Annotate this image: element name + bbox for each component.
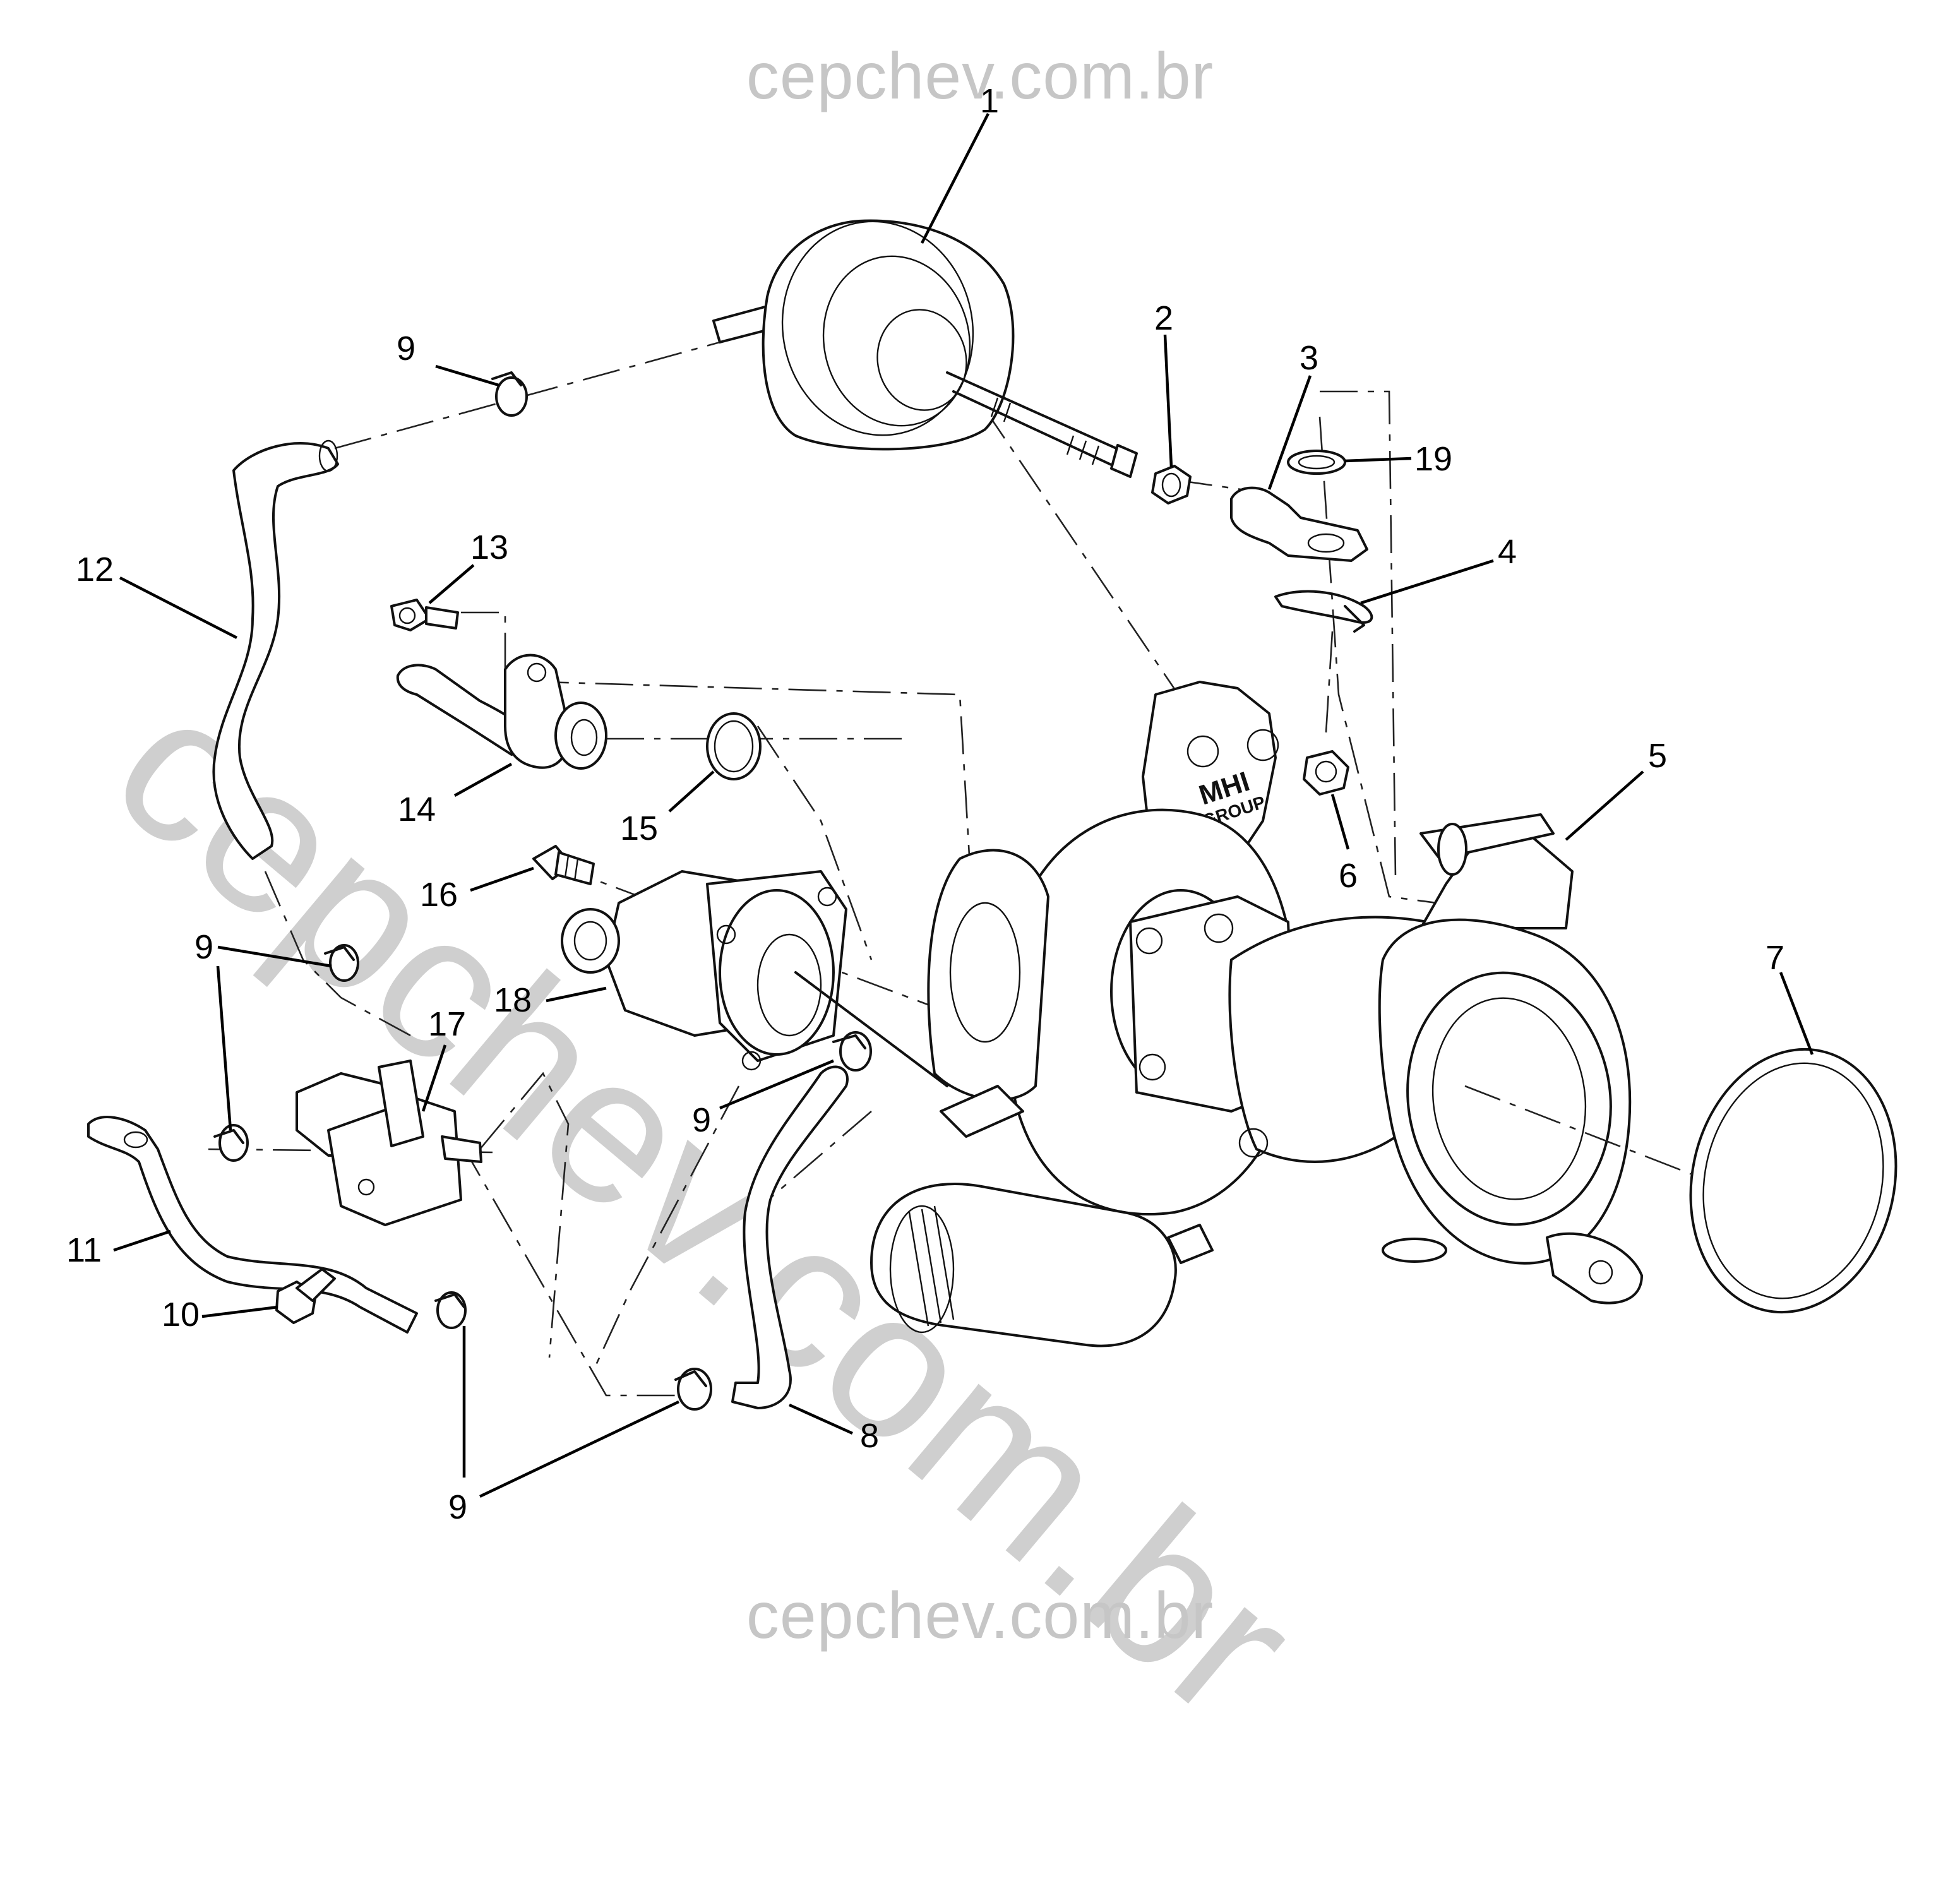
callout-9-left: 9 [194, 928, 213, 966]
callout-2: 2 [1154, 299, 1173, 337]
callout-10: 10 [162, 1296, 200, 1334]
callout-3: 3 [1300, 339, 1318, 377]
callout-19: 19 [1414, 440, 1452, 478]
hose-clamp-mid [832, 1031, 872, 1072]
hose-12 [212, 439, 339, 860]
bolt-10 [275, 1268, 336, 1324]
callout-9-top: 9 [397, 330, 415, 367]
callout-16: 16 [420, 876, 458, 914]
callout-6: 6 [1339, 857, 1358, 895]
callout-18: 18 [494, 981, 532, 1019]
callout-15: 15 [620, 809, 658, 847]
gasket-ring [1464, 1048, 1897, 1314]
solenoid-valve [296, 1060, 482, 1226]
hose-8 [731, 1065, 849, 1409]
wastegate-actuator [712, 219, 1138, 478]
exploded-view-drawing: MHI GROUP [66, 82, 1897, 1526]
callout-7: 7 [1766, 939, 1784, 977]
bolt-16 [532, 845, 595, 885]
callout-labels: 1 2 3 19 4 5 6 7 8 9 9 9 9 10 11 12 13 1… [66, 82, 1784, 1526]
washer [1287, 450, 1346, 475]
hose-clamp-bottom-b [674, 1368, 712, 1411]
hose-clamp-bottom-a [434, 1291, 467, 1329]
callout-12: 12 [76, 551, 114, 588]
callout-13: 13 [470, 528, 508, 566]
o-ring [706, 712, 762, 780]
leader-lines [113, 112, 1814, 1498]
pipe-fitting [396, 654, 607, 770]
diagram-canvas: cepchev.com.br cepchev.com.br [66, 40, 1897, 1761]
nut [1151, 465, 1192, 505]
callout-14: 14 [398, 791, 436, 828]
retaining-clip [1274, 590, 1373, 633]
hose-clamp-lower-left [213, 1124, 249, 1162]
bolt-13 [390, 599, 459, 631]
callout-5: 5 [1648, 737, 1667, 775]
callout-17: 17 [428, 1005, 466, 1043]
assembly-lines [208, 327, 1485, 1397]
callout-8: 8 [860, 1417, 879, 1455]
callout-4: 4 [1498, 533, 1517, 571]
callout-1: 1 [980, 82, 999, 120]
turbocharger: MHI GROUP [870, 681, 1643, 1347]
callout-11: 11 [66, 1231, 102, 1269]
nut-6 [1303, 750, 1349, 796]
callout-9-bottom: 9 [448, 1488, 467, 1526]
hose-clamps [213, 371, 872, 1411]
watermark-bottom: cepchev.com.br [746, 1579, 1214, 1652]
electric-actuator [561, 870, 948, 1087]
watermark-top: cepchev.com.br [746, 40, 1214, 113]
rod-end-clevis [1230, 486, 1368, 562]
callout-9-mid: 9 [692, 1101, 711, 1139]
hose-clamp-top [491, 371, 528, 417]
hose-clamp-left [324, 944, 359, 982]
